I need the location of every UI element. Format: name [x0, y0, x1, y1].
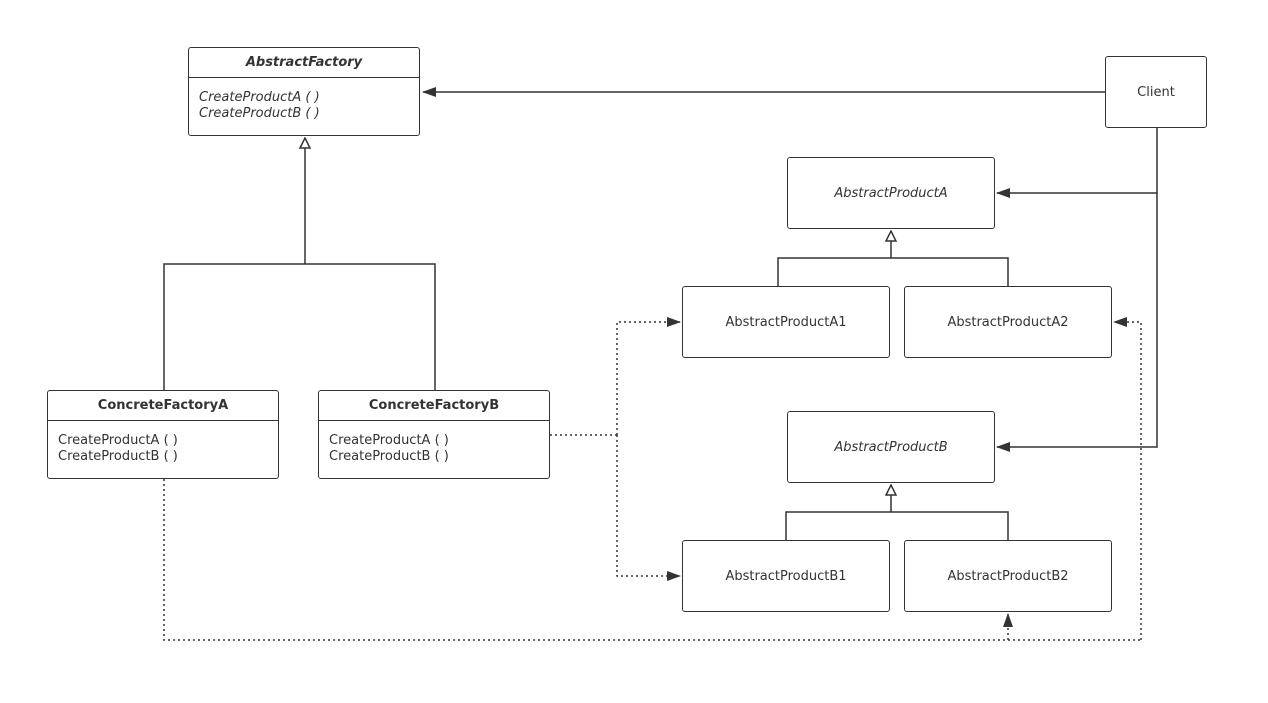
concretefactoryb-method: CreateProductB ( ) — [329, 449, 449, 464]
abstractfactory-class[interactable]: AbstractFactory CreateProductA ( ) Creat… — [188, 47, 420, 136]
concretefactoryb-method: CreateProductA ( ) — [329, 433, 449, 448]
abstractproducta2-node[interactable]: AbstractProductA2 — [904, 286, 1112, 358]
concretefactorya-class-name: ConcreteFactoryA — [48, 391, 278, 421]
concretefactorya-class[interactable]: ConcreteFactoryA CreateProductA ( ) Crea… — [47, 390, 279, 479]
concretefactory-inheritance-tree — [163, 263, 436, 391]
abstractproducta-label: AbstractProductA — [834, 185, 948, 201]
concretefactorya-method: CreateProductA ( ) — [58, 433, 178, 448]
concretefactoryb-methods: CreateProductA ( ) CreateProductB ( ) — [319, 421, 549, 465]
abstractproducta-node[interactable]: AbstractProductA — [787, 157, 995, 229]
abstractproductb2-label: AbstractProductB2 — [947, 568, 1069, 584]
concretefactoryb-to-productb1-dependency — [616, 435, 681, 581]
concretefactorya-dependency-bus — [163, 479, 1141, 641]
producta-inheritance-tree — [777, 257, 1009, 287]
productb-inheritance-tree — [785, 511, 1009, 541]
abstractfactory-methods: CreateProductA ( ) CreateProductB ( ) — [189, 78, 419, 122]
abstractproducta1-label: AbstractProductA1 — [725, 314, 847, 330]
client-to-abstractproductb-association — [996, 193, 1158, 452]
abstractproductb-label: AbstractProductB — [834, 439, 948, 455]
abstractproductb-node[interactable]: AbstractProductB — [787, 411, 995, 483]
client-label: Client — [1137, 84, 1175, 100]
abstractproducta2-label: AbstractProductA2 — [947, 314, 1069, 330]
concretefactoryb-to-producta1-dependency — [616, 317, 681, 435]
abstractproducta1-node[interactable]: AbstractProductA1 — [682, 286, 890, 358]
abstractfactory-method: CreateProductA ( ) — [199, 90, 320, 105]
abstractfactory-method: CreateProductB ( ) — [199, 106, 320, 121]
client-to-abstractproducta-association — [996, 127, 1158, 198]
client-node[interactable]: Client — [1105, 56, 1207, 128]
concretefactorya-method: CreateProductB ( ) — [58, 449, 178, 464]
abstractfactory-class-name: AbstractFactory — [189, 48, 419, 78]
abstractproductb1-label: AbstractProductB1 — [725, 568, 847, 584]
abstractproductb1-node[interactable]: AbstractProductB1 — [682, 540, 890, 612]
abstractproductb2-node[interactable]: AbstractProductB2 — [904, 540, 1112, 612]
concretefactorya-methods: CreateProductA ( ) CreateProductB ( ) — [48, 421, 278, 465]
concretefactoryb-class-name: ConcreteFactoryB — [319, 391, 549, 421]
concretefactoryb-class[interactable]: ConcreteFactoryB CreateProductA ( ) Crea… — [318, 390, 550, 479]
concretefactorya-to-producta2-dependency — [1113, 317, 1142, 640]
